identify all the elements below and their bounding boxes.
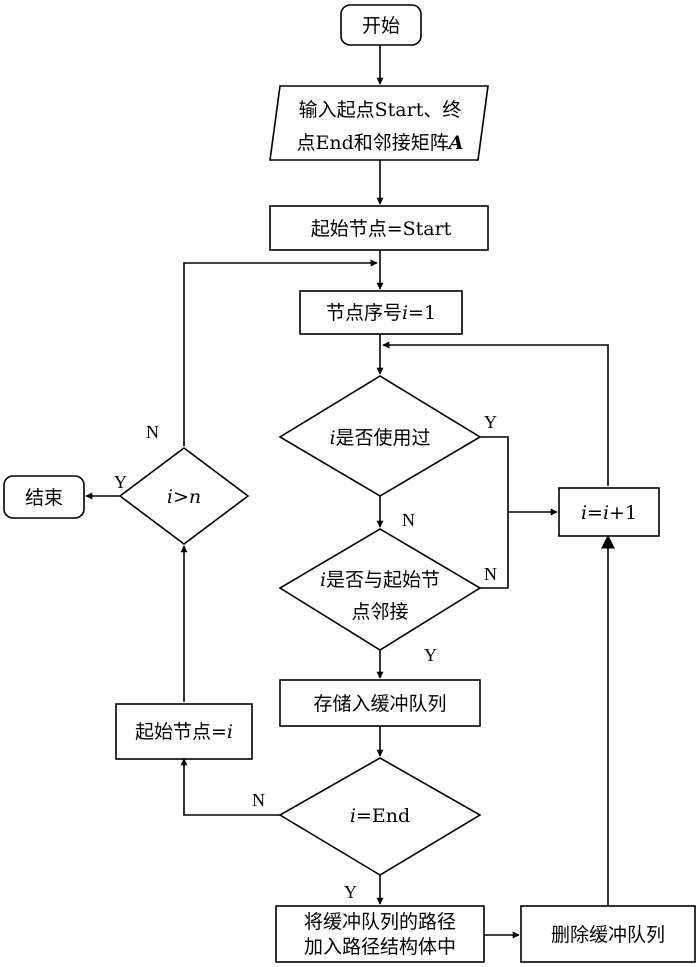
used-var: i xyxy=(329,427,335,449)
label-adjacent-yes: Y xyxy=(424,645,437,665)
set-start-label: 起始节点=i xyxy=(135,721,233,743)
add-path-line1: 将缓冲队列的路径 xyxy=(304,911,456,933)
greater-check-label: i>n xyxy=(167,486,201,508)
increment-node: i=i+1 xyxy=(558,487,660,537)
input-line2: 点End和邻接矩阵A xyxy=(296,132,463,154)
adjacent-line1: i是否与起始节 xyxy=(320,569,440,591)
end-check-label: i=End xyxy=(350,805,410,827)
index-init-text: 节点序号 xyxy=(326,302,402,324)
used-text: 是否使用过 xyxy=(336,427,431,449)
end-text: =End xyxy=(356,805,410,827)
finish-node: 结束 xyxy=(3,475,85,519)
start-label: 开始 xyxy=(362,15,400,37)
start-node: 开始 xyxy=(340,4,422,46)
greater-check-node: i>n xyxy=(118,447,250,545)
index-init-label: 节点序号i=1 xyxy=(326,302,436,324)
store-buffer-label: 存储入缓冲队列 xyxy=(313,693,446,715)
input-line2-text: 点End和邻接矩阵 xyxy=(296,132,448,154)
add-path-line2: 加入路径结构体中 xyxy=(304,936,456,958)
end-check-node: i=End xyxy=(278,757,482,876)
delete-buffer-node: 删除缓冲队列 xyxy=(520,905,696,963)
index-init-value: =1 xyxy=(408,302,436,324)
greater-var1: i xyxy=(167,486,173,508)
matrix-symbol: A xyxy=(447,132,464,154)
label-adjacent-no: N xyxy=(484,564,497,584)
greater-op: > xyxy=(173,486,189,508)
connectors xyxy=(85,45,615,939)
increment-var2: i xyxy=(603,502,609,524)
init-start-label: 起始节点=Start xyxy=(311,218,452,240)
adjacent-text: 是否与起始节 xyxy=(326,569,440,591)
store-buffer-node: 存储入缓冲队列 xyxy=(279,679,481,727)
index-var: i xyxy=(402,302,408,324)
arrow-end-no-to-set-start xyxy=(180,758,280,816)
add-path-node: 将缓冲队列的路径 加入路径结构体中 xyxy=(275,905,485,963)
arrow-increment-back-to-used xyxy=(382,341,609,486)
label-end-no: N xyxy=(252,790,265,810)
used-check-node: i是否使用过 xyxy=(278,375,482,497)
adjacent-var: i xyxy=(320,569,326,591)
index-init-node: 节点序号i=1 xyxy=(299,290,463,335)
used-check-label: i是否使用过 xyxy=(329,427,430,449)
increment-eq: = xyxy=(587,502,603,524)
increment-label: i=i+1 xyxy=(581,502,637,524)
label-used-no: N xyxy=(402,510,415,530)
init-start-node: 起始节点=Start xyxy=(269,205,489,251)
label-greater-yes: Y xyxy=(114,472,127,492)
input-node: 输入起点Start、终 点End和邻接矩阵A xyxy=(269,85,489,161)
adjacent-line2: 点邻接 xyxy=(351,601,408,623)
input-line1: 输入起点Start、终 xyxy=(299,99,462,121)
arrow-greater-no-loop xyxy=(183,259,378,446)
set-start-text: 起始节点= xyxy=(135,721,227,743)
label-used-yes: Y xyxy=(484,412,497,432)
adjacent-check-node: i是否与起始节 点邻接 xyxy=(278,528,482,651)
label-greater-no: N xyxy=(146,422,159,442)
end-var: i xyxy=(350,805,356,827)
increment-plus: +1 xyxy=(609,502,637,524)
set-start-var: i xyxy=(227,721,233,743)
delete-buffer-label: 删除缓冲队列 xyxy=(551,924,665,946)
set-start-node: 起始节点=i xyxy=(115,703,253,760)
greater-var2: n xyxy=(189,486,201,508)
finish-label: 结束 xyxy=(25,487,63,509)
label-end-yes: Y xyxy=(344,882,357,902)
increment-var1: i xyxy=(581,502,587,524)
